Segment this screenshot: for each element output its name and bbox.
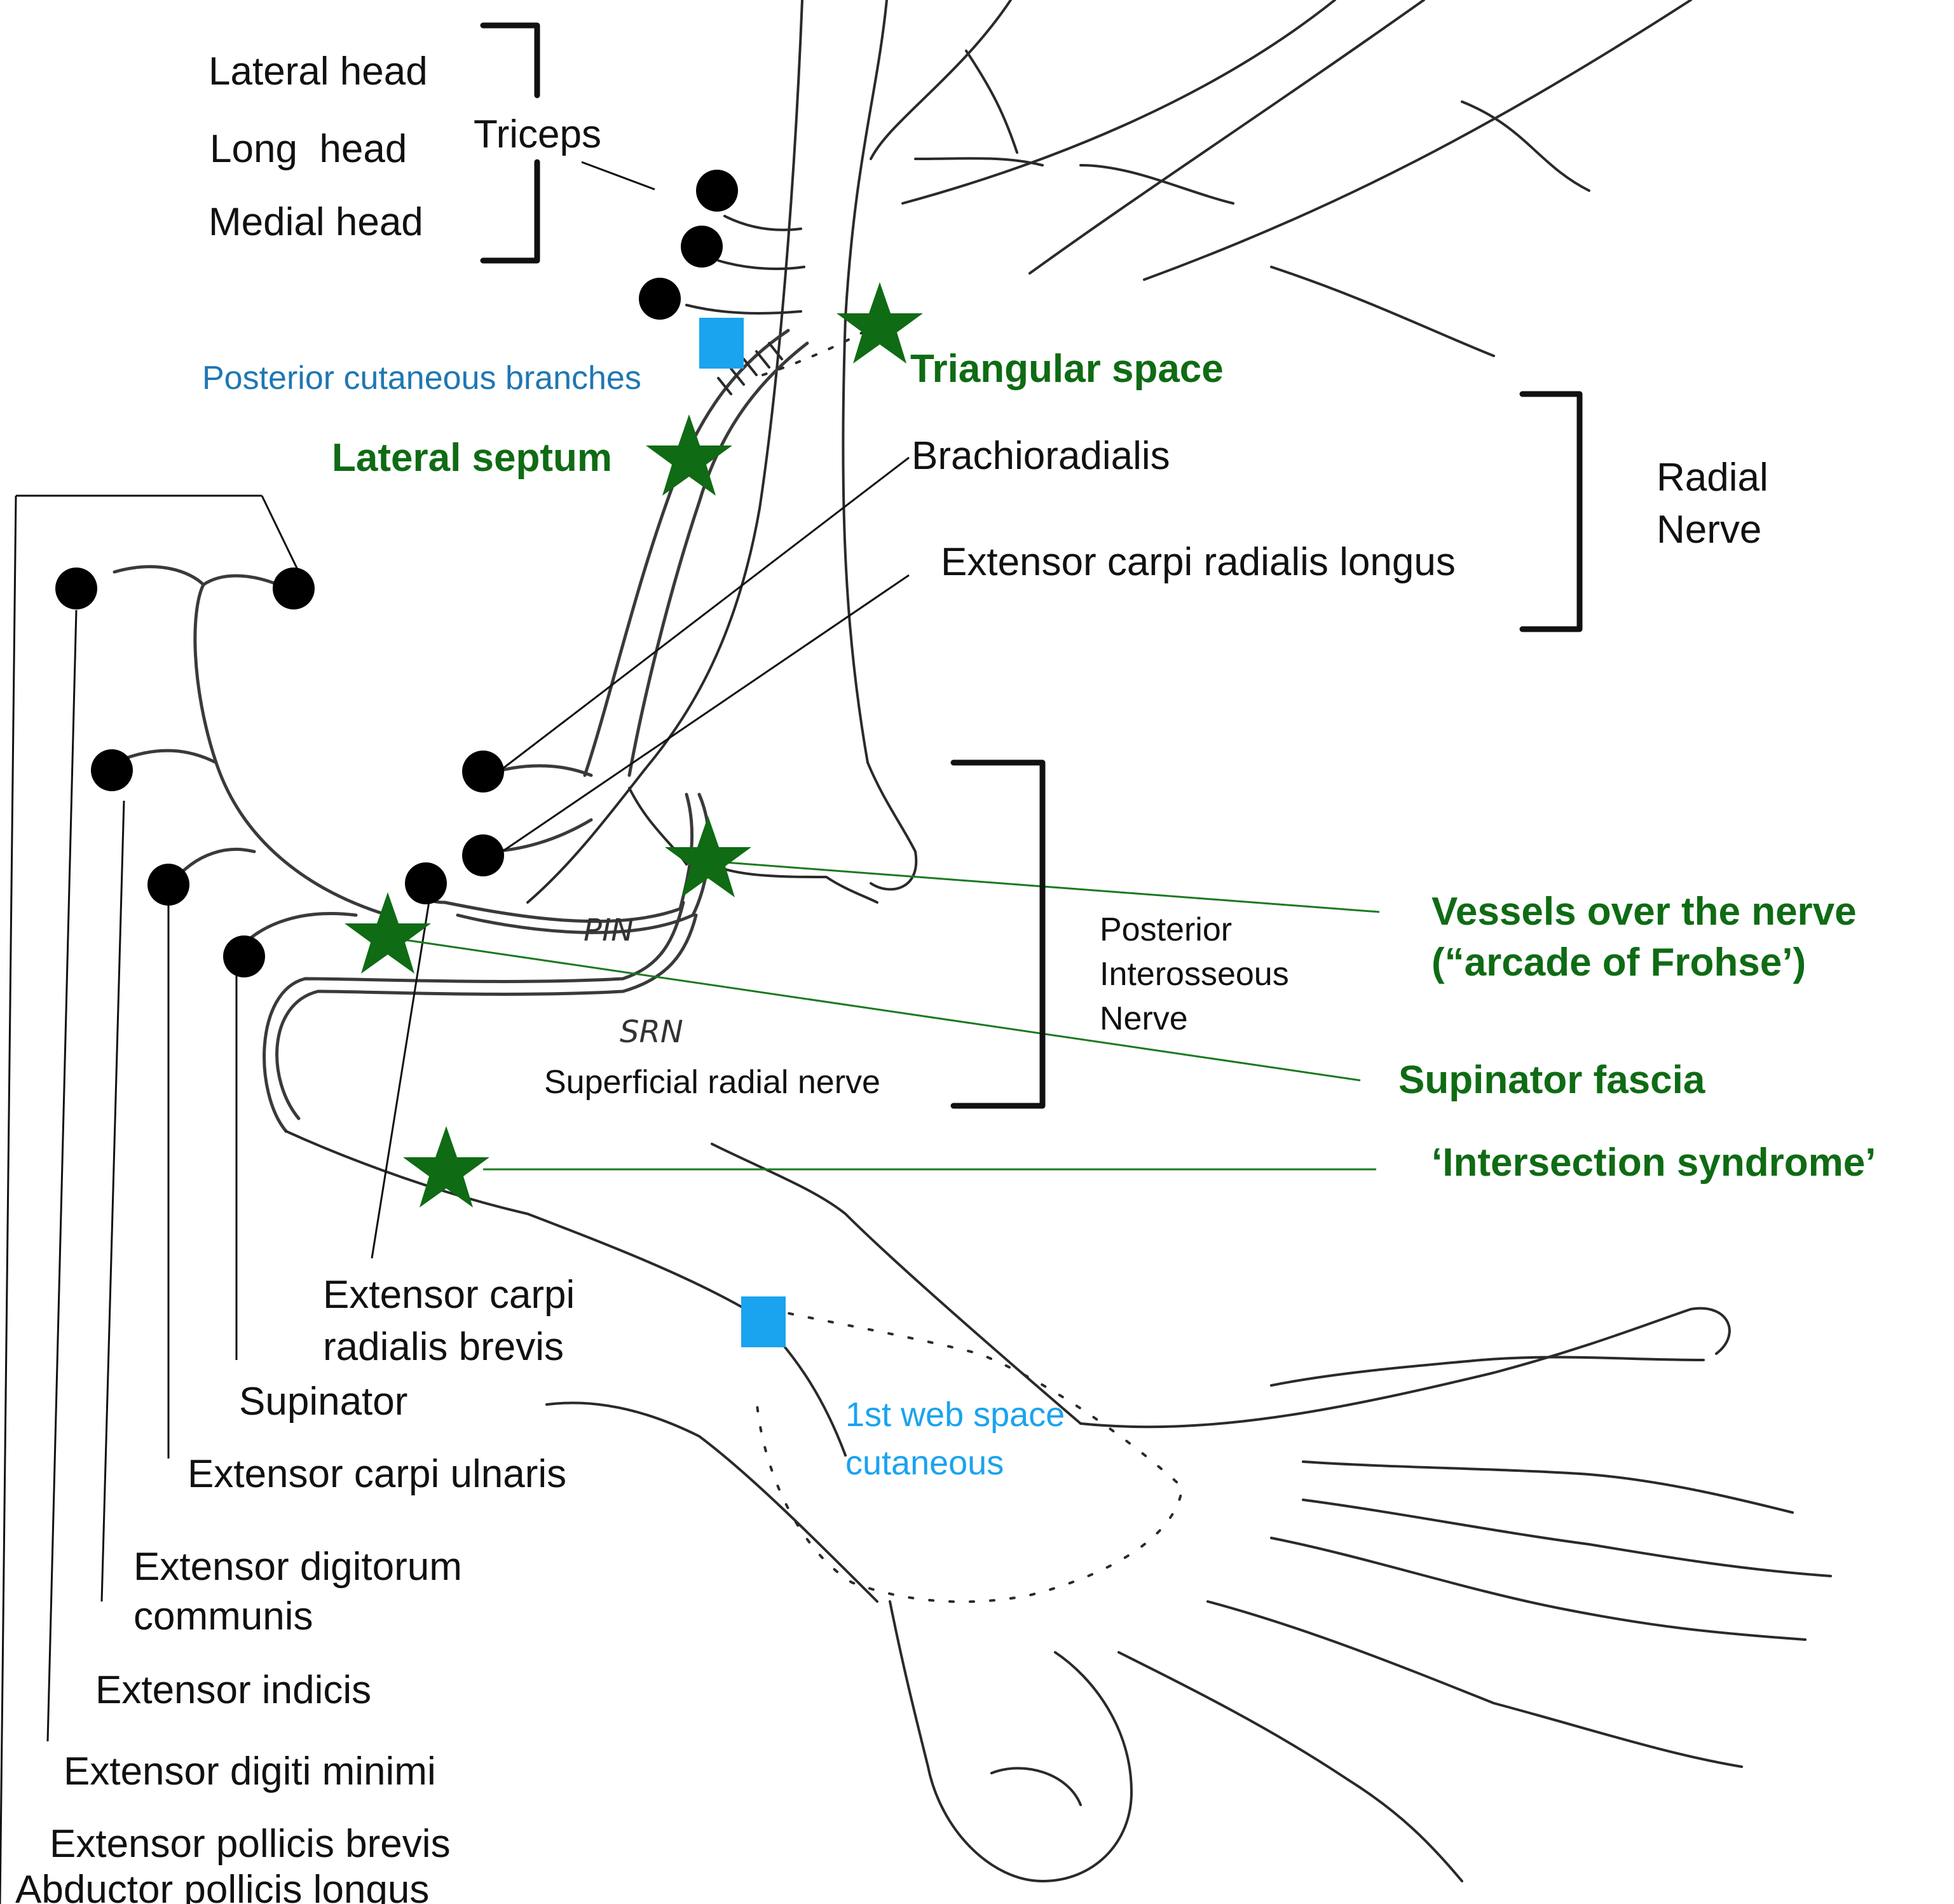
posterior-cutaneous-marker bbox=[699, 318, 744, 369]
edc-label-line1: Extensor digitorum bbox=[133, 1545, 462, 1589]
web-space-label-line1: 1st web space bbox=[845, 1396, 1065, 1434]
superficial-radial-nerve-label: Superficial radial nerve bbox=[544, 1064, 880, 1101]
web-space-label-line2: cutaneous bbox=[845, 1444, 1004, 1482]
triceps-lateral-head-label: Lateral head bbox=[208, 50, 428, 93]
intersection-star bbox=[403, 1126, 489, 1207]
supinator-fascia-label: Supinator fascia bbox=[1398, 1058, 1705, 1102]
apl-dot bbox=[273, 568, 315, 609]
ecu-dot bbox=[147, 864, 189, 906]
edc-dot bbox=[91, 749, 133, 791]
triangular-space-label: Triangular space bbox=[910, 347, 1224, 391]
pin-sketch-label: PIN bbox=[584, 913, 634, 948]
triceps-long-head-label: Long head bbox=[210, 127, 407, 171]
pin-label-line3: Nerve bbox=[1100, 1000, 1188, 1037]
srn-sketch-label: SRN bbox=[620, 1014, 683, 1050]
ecu-label: Extensor carpi ulnaris bbox=[188, 1452, 566, 1496]
brachioradialis-dot bbox=[462, 751, 504, 792]
radial-nerve-bracket bbox=[1522, 394, 1580, 629]
web-space-marker bbox=[741, 1296, 786, 1347]
triceps-label: Triceps bbox=[474, 112, 601, 156]
radial-nerve-label-line1: Radial bbox=[1657, 456, 1768, 500]
extensor-indicis-label: Extensor indicis bbox=[95, 1668, 371, 1712]
ecrb-label-line1: Extensor carpi bbox=[323, 1273, 575, 1317]
ecrl-label: Extensor carpi radialis longus bbox=[941, 540, 1456, 584]
ecrb-label-line2: radialis brevis bbox=[323, 1325, 564, 1369]
epb-label: Extensor pollicis brevis bbox=[50, 1822, 451, 1866]
triceps-medial-head-label: Medial head bbox=[208, 200, 423, 244]
muscle-dots bbox=[55, 170, 738, 977]
posterior-cutaneous-label: Posterior cutaneous branches bbox=[202, 360, 641, 397]
epb-dot bbox=[55, 568, 97, 609]
triceps-lateral-dot bbox=[696, 170, 738, 212]
pin-bracket bbox=[953, 763, 1042, 1106]
ecrl-dot bbox=[462, 834, 504, 876]
lateral-septum-star bbox=[646, 414, 732, 496]
arcade-frohse-star bbox=[665, 816, 751, 897]
triceps-medial-dot bbox=[639, 278, 681, 320]
pin-label-line1: Posterior bbox=[1100, 911, 1232, 948]
supinator-dot bbox=[223, 935, 265, 977]
edc-label-line2: communis bbox=[133, 1595, 313, 1638]
radial-nerve-label-line2: Nerve bbox=[1657, 508, 1761, 552]
pin-label-line2: Interosseous bbox=[1100, 956, 1289, 993]
apl-label: Abductor pollicis longus bbox=[15, 1868, 429, 1904]
intersection-syndrome-label: ‘Intersection syndrome’ bbox=[1431, 1141, 1876, 1185]
triceps-long-dot bbox=[681, 226, 723, 268]
arcade-frohse-label-line2: (“arcade of Frohse’) bbox=[1431, 941, 1806, 984]
edm-label: Extensor digiti minimi bbox=[64, 1750, 436, 1793]
brachioradialis-label: Brachioradialis bbox=[912, 434, 1170, 478]
arcade-frohse-label-line1: Vessels over the nerve bbox=[1431, 890, 1857, 934]
lateral-septum-label: Lateral septum bbox=[332, 436, 612, 480]
supinator-label: Supinator bbox=[239, 1380, 407, 1424]
ecrb-dot bbox=[405, 862, 447, 904]
